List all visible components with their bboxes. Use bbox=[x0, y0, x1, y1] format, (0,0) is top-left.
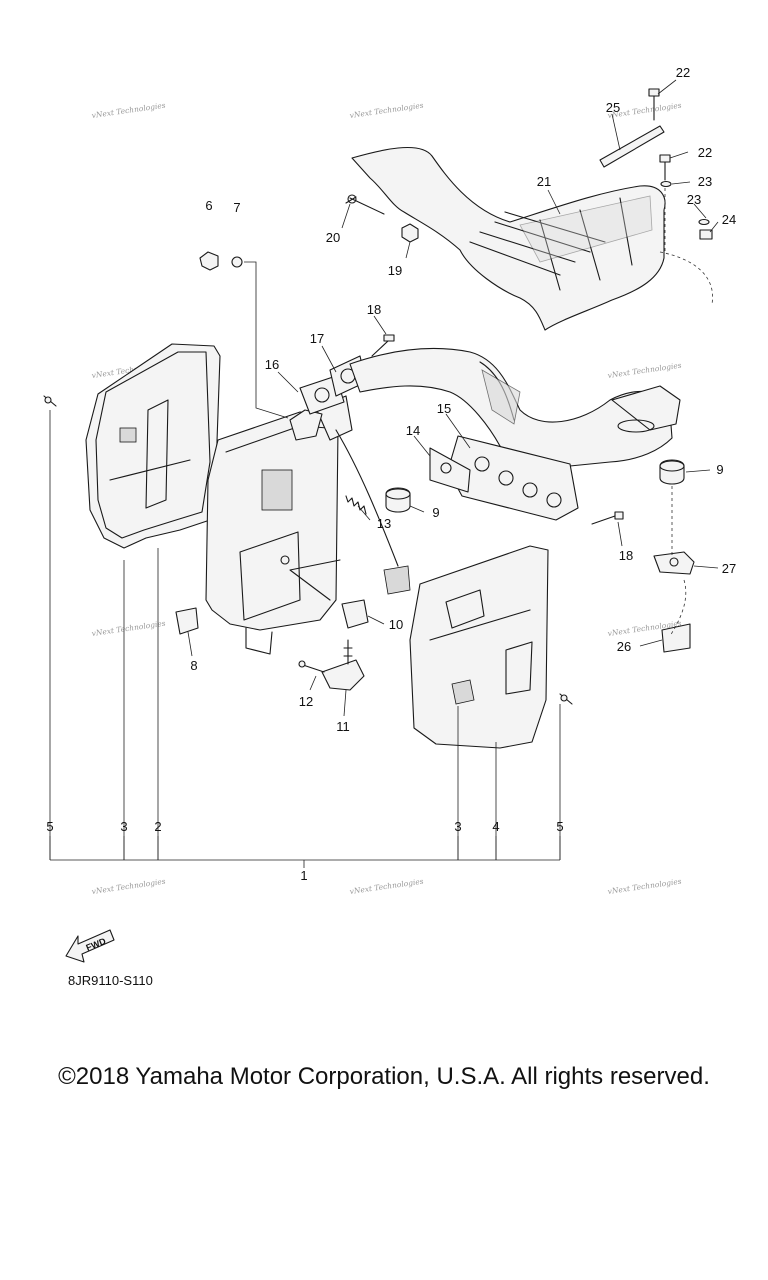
callout-5-left: 5 bbox=[46, 819, 53, 834]
callout-leaders bbox=[187, 79, 719, 717]
watermark: vNext Technologies bbox=[349, 877, 424, 896]
callout-18-top: 18 bbox=[367, 302, 381, 317]
callout-7: 7 bbox=[233, 200, 240, 215]
callout-24: 24 bbox=[722, 212, 736, 227]
gasket-14 bbox=[429, 447, 471, 493]
callout-20: 20 bbox=[326, 230, 340, 245]
diagram-code: 8JR9110-S110 bbox=[68, 973, 153, 988]
bracket-27 bbox=[653, 551, 695, 575]
callout-27: 27 bbox=[722, 561, 736, 576]
callout-3-left: 3 bbox=[120, 819, 127, 834]
dash-line bbox=[659, 251, 713, 305]
gasket-7 bbox=[231, 256, 243, 268]
callout-6: 6 bbox=[205, 198, 212, 213]
clamp-10 bbox=[341, 565, 411, 629]
nut-19 bbox=[401, 223, 419, 259]
callout-18-right: 18 bbox=[619, 548, 633, 563]
callout-22-top: 22 bbox=[676, 65, 690, 80]
leader-line bbox=[289, 559, 341, 601]
muffler bbox=[205, 395, 353, 655]
callout-5-right: 5 bbox=[556, 819, 563, 834]
callout-12: 12 bbox=[299, 694, 313, 709]
bracket-26 bbox=[661, 623, 691, 653]
bolt-18-top bbox=[371, 334, 395, 357]
callout-16: 16 bbox=[265, 357, 279, 372]
watermark: vNext Technologies bbox=[91, 877, 166, 896]
leader-line bbox=[244, 261, 289, 419]
screw-5-left bbox=[43, 395, 57, 407]
leader-line bbox=[335, 429, 399, 567]
dash-line bbox=[669, 579, 687, 637]
damper-9-left bbox=[385, 487, 411, 513]
spring-13 bbox=[345, 495, 367, 515]
callout-25: 25 bbox=[606, 100, 620, 115]
exhaust-pipe bbox=[349, 347, 681, 469]
gasket-16 bbox=[299, 375, 345, 415]
callout-9-right: 9 bbox=[716, 462, 723, 477]
callout-10: 10 bbox=[389, 617, 403, 632]
callout-1: 1 bbox=[300, 868, 307, 883]
callout-8: 8 bbox=[190, 658, 197, 673]
callout-23: 23 bbox=[698, 174, 712, 189]
callout-21: 21 bbox=[537, 174, 551, 189]
callout-3-right: 3 bbox=[454, 819, 461, 834]
heat-protector-2 bbox=[85, 343, 221, 549]
bracket-11 bbox=[321, 639, 365, 691]
fwd-label: FWD bbox=[85, 936, 108, 953]
watermark: vNext Technologies bbox=[91, 619, 166, 638]
callout-17: 17 bbox=[310, 331, 324, 346]
callout-26: 26 bbox=[617, 639, 631, 654]
bolt-18-right bbox=[591, 511, 624, 525]
stay-25 bbox=[599, 125, 665, 168]
callout-23-lower: 23 bbox=[687, 192, 701, 207]
washer-23 bbox=[660, 180, 710, 226]
heat-protector-21 bbox=[351, 146, 666, 331]
callout-14: 14 bbox=[406, 423, 420, 438]
callout-13: 13 bbox=[377, 516, 391, 531]
watermark: vNext Technologies bbox=[607, 361, 682, 380]
copyright-notice: ©2018 Yamaha Motor Corporation, U.S.A. A… bbox=[58, 1063, 710, 1090]
bolt-22-lower bbox=[659, 154, 671, 181]
callout-22: 22 bbox=[698, 145, 712, 160]
watermark: vNext Technologies bbox=[349, 101, 424, 120]
exhaust-parts-diagram: vNext Technologies vNext Technologies vN… bbox=[43, 65, 736, 963]
watermark: vNext Technologies bbox=[91, 101, 166, 120]
callouts: 22 25 22 23 23 24 21 20 19 6 7 18 17 16 … bbox=[46, 65, 736, 883]
bolt-22-upper bbox=[648, 88, 660, 121]
callout-15: 15 bbox=[437, 401, 451, 416]
callout-4: 4 bbox=[492, 819, 499, 834]
callout-11: 11 bbox=[336, 719, 350, 734]
bolt-6 bbox=[199, 251, 219, 271]
screw-5-right bbox=[559, 693, 573, 705]
callout-9-left: 9 bbox=[432, 505, 439, 520]
watermark: vNext Technologies bbox=[607, 877, 682, 896]
callout-2: 2 bbox=[154, 819, 161, 834]
damper-9-right bbox=[659, 459, 685, 485]
fwd-arrow-icon: FWD bbox=[65, 929, 115, 963]
nut-24 bbox=[699, 229, 713, 240]
bolt-12 bbox=[298, 660, 325, 673]
reference-lines bbox=[49, 410, 561, 868]
heat-protector-4 bbox=[409, 545, 549, 749]
holder-8 bbox=[175, 607, 199, 635]
bolt-20 bbox=[345, 194, 385, 215]
callout-19: 19 bbox=[388, 263, 402, 278]
